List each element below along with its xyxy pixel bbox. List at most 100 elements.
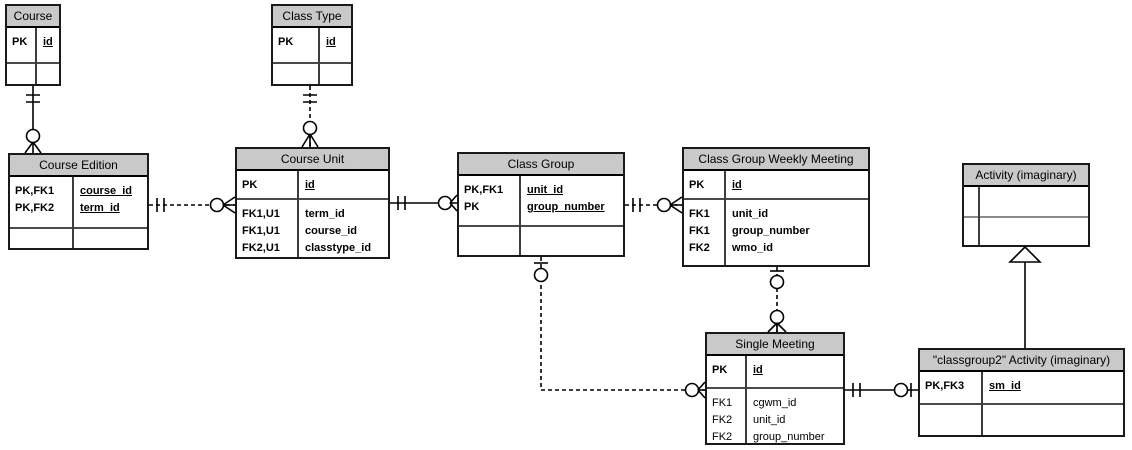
cardinality-one-ticks <box>156 198 165 212</box>
empty-section <box>920 403 1123 435</box>
cardinality-one-ticks <box>303 94 317 103</box>
pk-section: PK id <box>7 28 59 62</box>
crow-foot-many <box>301 133 319 148</box>
attribute-row: FK1 cgwm_id <box>707 395 843 412</box>
attribute-row: PK id <box>684 177 868 194</box>
key-label: FK1 <box>712 397 733 409</box>
relationship-class-type-to-course-unit <box>301 86 319 148</box>
cardinality-zero-circle <box>656 197 672 213</box>
attribute-name: id <box>326 36 336 48</box>
key-label: FK1,U1 <box>242 208 280 220</box>
cardinality-zero-circle <box>533 267 549 283</box>
empty-section <box>964 187 1088 216</box>
attribute-row: FK2,U1 classtype_id <box>237 240 388 257</box>
attribute-row: PK id <box>237 177 388 194</box>
cardinality-zero-circle <box>684 382 700 398</box>
attribute-row: FK1 unit_id <box>684 206 868 223</box>
key-label: PK <box>12 36 28 48</box>
entity-single-meeting: Single Meeting PK id FK1 cgwm_id FK2 uni… <box>705 332 845 445</box>
entity-class-group-weekly-meeting: Class Group Weekly Meeting PK id FK1 uni… <box>682 147 870 267</box>
pk-section: PK,FK3 sm_id <box>920 372 1123 403</box>
key-label: PK <box>689 179 705 191</box>
key-label: PK,FK2 <box>15 202 55 214</box>
cardinality-zero-circle <box>437 195 453 211</box>
crow-foot-many <box>449 194 458 212</box>
key-label: PK,FK1 <box>464 184 504 196</box>
attribute-name: id <box>43 36 53 48</box>
entity-class-type: Class Type PK id <box>271 4 353 86</box>
cardinality-zero-circle <box>302 120 318 136</box>
attribute-row: PK,FK2 term_id <box>10 200 147 217</box>
attribute-row: FK2 unit_id <box>707 412 843 429</box>
entity-course-edition: Course Edition PK,FK1 course_id PK,FK2 t… <box>8 153 149 250</box>
crow-foot-many <box>697 381 706 399</box>
key-label: FK1 <box>689 208 710 220</box>
attribute-row: PK id <box>707 362 843 379</box>
crow-foot-many <box>24 141 42 154</box>
pk-section: PK,FK1 unit_id PK group_number <box>459 176 623 225</box>
entity-class-group: Class Group PK,FK1 unit_id PK group_numb… <box>457 152 625 257</box>
entity-title: "classgroup2" Activity (imaginary) <box>920 350 1123 372</box>
attribute-name: id <box>753 364 763 376</box>
attribute-name: course_id <box>305 225 357 237</box>
attribute-row: FK1,U1 term_id <box>237 206 388 223</box>
entity-title: Class Type <box>273 6 351 28</box>
inheritance-classgroup2-activity-to-activity <box>1008 245 1042 348</box>
key-label: FK2 <box>689 242 710 254</box>
attribute-name: term_id <box>80 202 120 214</box>
attributes-section: FK1,U1 term_id FK1,U1 course_id FK2,U1 c… <box>237 198 388 257</box>
key-label: FK2 <box>712 414 733 426</box>
attribute-name: unit_id <box>527 184 564 196</box>
pk-section: PK id <box>684 171 868 198</box>
attribute-name: course_id <box>80 185 132 197</box>
key-label: PK <box>464 201 480 213</box>
attribute-name: cgwm_id <box>753 397 797 409</box>
attribute-name: classtype_id <box>305 242 372 254</box>
cardinality-zero-circle <box>209 197 225 213</box>
entity-title: Course Unit <box>237 149 388 171</box>
attribute-row: PK,FK1 unit_id <box>459 182 623 199</box>
pk-section: PK id <box>273 28 351 62</box>
attribute-name: sm_id <box>989 380 1021 392</box>
key-label: FK1 <box>689 225 710 237</box>
relationship-class-group-weekly-meeting-to-single-meeting <box>767 267 787 333</box>
key-label: PK,FK1 <box>15 185 55 197</box>
relationship-single-meeting-to-classgroup2-activity <box>845 382 918 398</box>
attribute-row: FK1,U1 course_id <box>237 223 388 240</box>
attribute-name: id <box>732 179 742 191</box>
attribute-name: group_number <box>753 431 825 443</box>
empty-section <box>7 62 59 84</box>
cardinality-zero-circle <box>769 309 785 325</box>
attribute-row: PK group_number <box>459 199 623 216</box>
key-label: FK2,U1 <box>242 242 280 254</box>
empty-section <box>964 216 1088 245</box>
attribute-row: PK id <box>7 34 59 51</box>
crow-foot-many <box>222 196 236 214</box>
attributes-section: FK1 cgwm_id FK2 unit_id FK2 group_number <box>707 387 843 443</box>
entity-title: Class Group Weekly Meeting <box>684 149 868 171</box>
attribute-row: PK,FK1 course_id <box>10 183 147 200</box>
cardinality-one-ticks <box>26 94 40 103</box>
key-label: PK <box>242 179 258 191</box>
relationship-course-unit-to-class-group <box>390 194 458 212</box>
attribute-row: PK id <box>273 34 351 51</box>
inheritance-triangle-icon <box>1008 245 1042 263</box>
attribute-name: group_number <box>732 225 810 237</box>
pk-section: PK id <box>237 171 388 198</box>
cardinality-one-ticks <box>632 198 641 212</box>
entity-classgroup2-activity-imaginary: "classgroup2" Activity (imaginary) PK,FK… <box>918 348 1125 437</box>
crow-foot-many <box>669 196 683 214</box>
cardinality-zero-circle <box>769 274 785 290</box>
entity-title: Course Edition <box>10 155 147 177</box>
attribute-row: FK2 wmo_id <box>684 240 868 257</box>
crow-foot-many <box>767 322 787 333</box>
entity-course: Course PK id <box>5 4 61 86</box>
cardinality-zero-circle <box>25 128 41 144</box>
attribute-name: id <box>305 179 315 191</box>
cardinality-zero-circle <box>893 382 909 398</box>
attribute-name: unit_id <box>753 414 786 426</box>
pk-section: PK id <box>707 356 843 387</box>
attribute-row: PK,FK3 sm_id <box>920 378 1123 395</box>
relationship-course-to-course-edition <box>24 86 42 154</box>
